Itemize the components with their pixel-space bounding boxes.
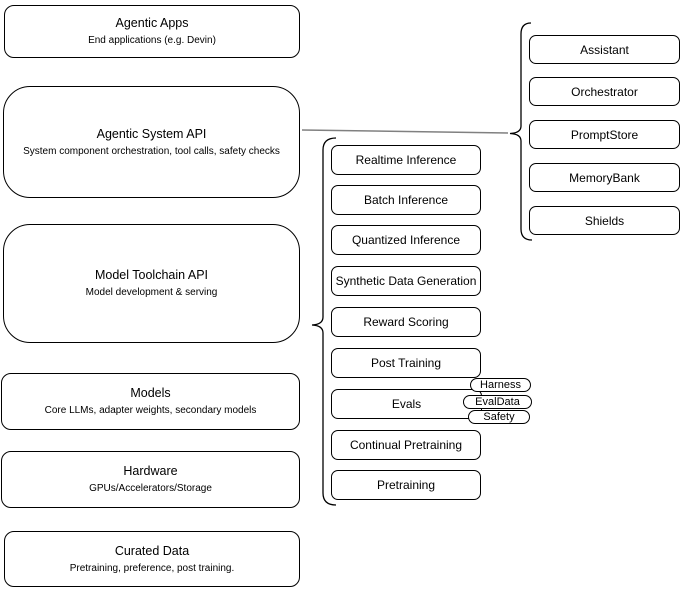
- node-synthetic-data-generation: Synthetic Data Generation: [331, 266, 481, 296]
- node-models: Models Core LLMs, adapter weights, secon…: [1, 373, 300, 430]
- node-title: Agentic Apps: [115, 16, 189, 30]
- node-orchestrator: Orchestrator: [529, 77, 680, 106]
- pill-safety: Safety: [468, 410, 530, 424]
- node-promptstore: PromptStore: [529, 120, 680, 149]
- node-label: Realtime Inference: [355, 153, 457, 167]
- node-hardware: Hardware GPUs/Accelerators/Storage: [1, 451, 300, 508]
- node-label: Continual Pretraining: [349, 438, 463, 452]
- node-assistant: Assistant: [529, 35, 680, 64]
- node-label: Evals: [391, 397, 422, 411]
- node-label: Batch Inference: [363, 193, 449, 207]
- node-label: Reward Scoring: [363, 315, 449, 329]
- pill-label: Harness: [480, 379, 521, 391]
- node-title: Model Toolchain API: [94, 268, 209, 282]
- node-continual-pretraining: Continual Pretraining: [331, 430, 481, 460]
- node-subtitle: System component orchestration, tool cal…: [23, 145, 280, 157]
- node-label: Post Training: [370, 356, 442, 370]
- node-subtitle: Model development & serving: [85, 287, 218, 298]
- node-agentic-apps: Agentic Apps End applications (e.g. Devi…: [4, 5, 300, 58]
- node-memorybank: MemoryBank: [529, 163, 680, 192]
- node-label: Orchestrator: [571, 84, 638, 99]
- node-pretraining: Pretraining: [331, 470, 481, 500]
- node-curated-data: Curated Data Pretraining, preference, po…: [4, 531, 300, 587]
- node-label: MemoryBank: [569, 170, 640, 185]
- node-reward-scoring: Reward Scoring: [331, 307, 481, 337]
- pill-evaldata: EvalData: [463, 395, 532, 409]
- node-post-training: Post Training: [331, 348, 481, 378]
- node-agentic-system-api: Agentic System API System component orch…: [3, 86, 300, 198]
- node-evals: Evals: [331, 389, 482, 419]
- node-title: Agentic System API: [96, 126, 207, 141]
- pill-harness: Harness: [470, 378, 531, 392]
- node-label: Synthetic Data Generation: [335, 274, 477, 288]
- node-label: Assistant: [580, 42, 629, 57]
- pill-label: EvalData: [475, 396, 520, 408]
- connector-system-api-to-bracket: [301, 129, 509, 134]
- node-subtitle: End applications (e.g. Devin): [88, 35, 216, 46]
- node-label: Pretraining: [376, 478, 436, 492]
- node-label: Shields: [584, 213, 625, 228]
- node-model-toolchain-api: Model Toolchain API Model development & …: [3, 224, 300, 343]
- node-subtitle: Core LLMs, adapter weights, secondary mo…: [44, 405, 257, 416]
- node-label: PromptStore: [570, 127, 639, 142]
- pill-label: Safety: [483, 411, 515, 423]
- node-subtitle: GPUs/Accelerators/Storage: [89, 483, 212, 494]
- node-quantized-inference: Quantized Inference: [331, 225, 481, 255]
- node-title: Models: [130, 386, 171, 400]
- node-batch-inference: Batch Inference: [331, 185, 481, 215]
- node-label: Quantized Inference: [351, 233, 461, 247]
- node-title: Curated Data: [114, 543, 190, 558]
- node-shields: Shields: [529, 206, 680, 235]
- node-title: Hardware: [123, 464, 178, 478]
- node-subtitle: Pretraining, preference, post training.: [69, 562, 235, 574]
- node-realtime-inference: Realtime Inference: [331, 145, 481, 175]
